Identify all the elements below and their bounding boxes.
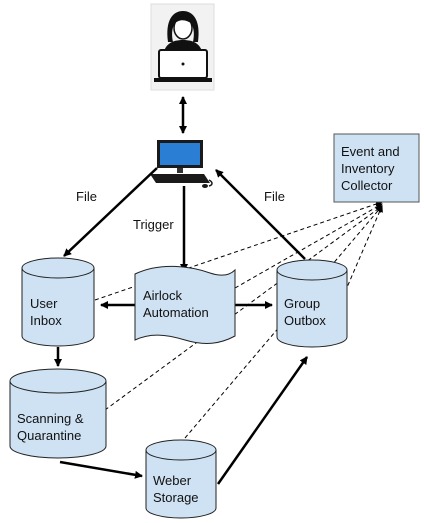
airlock-automation-shape: Airlock Automation xyxy=(134,265,236,344)
arrow-weber-to-group-outbox xyxy=(216,356,309,485)
flow-arrows xyxy=(54,96,309,485)
dashed-line-from-scanning xyxy=(104,205,383,411)
dashed-line-from-group-outbox xyxy=(344,205,383,293)
group-outbox-cylinder: Group Outbox xyxy=(276,259,348,348)
dashed-line-from-airlock xyxy=(234,203,383,289)
weber-label-line2: Storage xyxy=(153,490,199,505)
group-outbox-label-line2: Outbox xyxy=(284,313,326,328)
user-inbox-label-line1: User xyxy=(30,296,58,311)
airlock-label-line2: Automation xyxy=(143,305,209,320)
dashed-line-from-weber xyxy=(184,205,383,439)
collector-label-line3: Collector xyxy=(341,178,393,193)
scanning-quarantine-cylinder: Scanning & Quarantine xyxy=(9,368,107,459)
user-inbox-cylinder: User Inbox xyxy=(21,257,95,347)
label-file-left: File xyxy=(76,189,97,204)
event-inventory-collector-box: Event and Inventory Collector xyxy=(333,133,420,203)
user-inbox-label-line2: Inbox xyxy=(30,313,62,328)
scanning-label-line1: Scanning & xyxy=(17,411,84,426)
label-trigger: Trigger xyxy=(133,217,174,232)
collector-label-line1: Event and xyxy=(341,144,400,159)
group-outbox-label-line1: Group xyxy=(284,296,320,311)
person-at-laptop-icon xyxy=(150,3,215,91)
label-file-right: File xyxy=(264,189,285,204)
collector-label-line2: Inventory xyxy=(341,161,395,176)
weber-label-line1: Weber xyxy=(153,473,192,488)
scanning-label-line2: Quarantine xyxy=(17,428,81,443)
arrow-scanning-to-weber xyxy=(59,460,143,479)
arrow-group-outbox-to-computer xyxy=(215,169,306,260)
desktop-computer-icon xyxy=(150,140,213,188)
arrow-computer-to-user-inbox xyxy=(63,167,158,257)
airlock-label-line1: Airlock xyxy=(143,288,183,303)
weber-storage-cylinder: Weber Storage xyxy=(145,439,217,519)
